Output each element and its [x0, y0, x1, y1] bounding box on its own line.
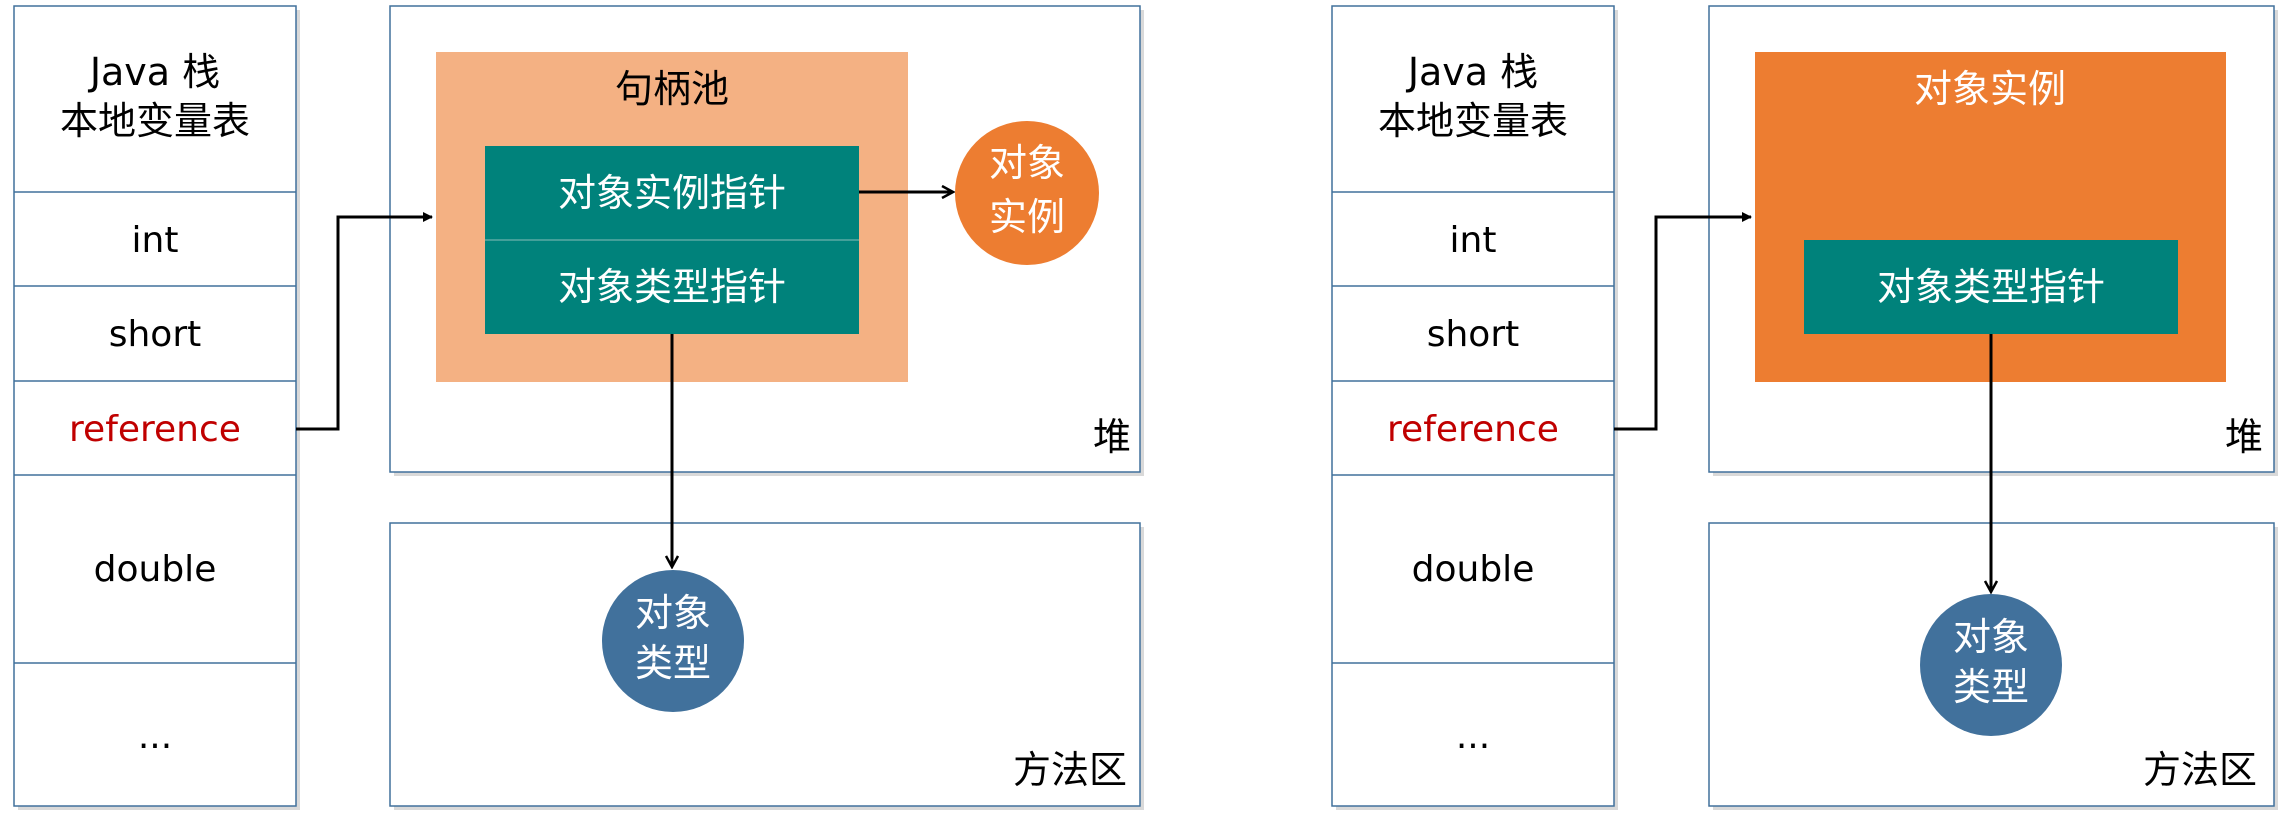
left-method-area-label: 方法区 [1013, 748, 1127, 792]
left-object-type-line1: 对象 [635, 591, 711, 635]
right-stack-row-short: short [1427, 314, 1520, 355]
left-stack-row-reference: reference [69, 409, 241, 450]
right-panel: Java 栈 本地变量表 int short reference double … [1331, 5, 2278, 810]
left-stack-row-ellipsis: ... [138, 716, 172, 757]
instance-pointer-label: 对象实例指针 [558, 171, 786, 215]
left-object-type-line2: 类型 [635, 641, 711, 685]
left-reference-to-handle-arrow [296, 212, 433, 431]
left-method-area: 方法区 对象 类型 [389, 522, 1144, 810]
left-stack-title-line1: Java 栈 [88, 50, 220, 94]
right-type-pointer-cell [1804, 240, 2178, 334]
left-stack-row-double: double [94, 549, 217, 590]
object-instance-line1: 对象 [989, 141, 1065, 185]
right-stack-title-line1: Java 栈 [1406, 50, 1538, 94]
handle-pool-title: 句柄池 [615, 67, 729, 111]
right-stack-row-reference: reference [1387, 409, 1559, 450]
right-stack-row-double: double [1412, 549, 1535, 590]
right-stack-row-int: int [1450, 220, 1497, 261]
object-instance-circle [955, 121, 1099, 265]
left-stack-row-short: short [109, 314, 202, 355]
right-stack-title-line2: 本地变量表 [1378, 99, 1568, 143]
object-instance-title: 对象实例 [1914, 67, 2066, 111]
left-heap-label: 堆 [1093, 415, 1131, 459]
right-method-area-label: 方法区 [2143, 748, 2257, 792]
type-pointer-cell [485, 240, 859, 334]
right-method-area: 方法区 对象 类型 [1708, 522, 2278, 810]
right-stack-row-ellipsis: ... [1456, 716, 1490, 757]
right-heap: 堆 对象实例 对象类型指针 [1708, 5, 2278, 476]
left-java-stack: Java 栈 本地变量表 int short reference double … [13, 5, 300, 810]
right-type-pointer-label: 对象类型指针 [1877, 265, 2105, 309]
right-java-stack: Java 栈 本地变量表 int short reference double … [1331, 5, 1618, 810]
object-instance-line2: 实例 [989, 195, 1065, 239]
left-panel: Java 栈 本地变量表 int short reference double … [13, 5, 1144, 810]
right-object-type-line1: 对象 [1953, 615, 2029, 659]
left-stack-title-line2: 本地变量表 [60, 99, 250, 143]
right-object-type-line2: 类型 [1953, 665, 2029, 709]
type-pointer-label: 对象类型指针 [558, 265, 786, 309]
right-object-type-circle [1920, 594, 2062, 736]
left-heap: 堆 句柄池 对象实例指针 对象类型指针 对象 实例 [389, 5, 1144, 476]
right-heap-label: 堆 [2225, 415, 2263, 459]
instance-pointer-cell [485, 146, 859, 240]
left-stack-row-int: int [132, 220, 179, 261]
right-reference-to-instance-arrow [1614, 212, 1752, 431]
left-object-type-circle [602, 570, 744, 712]
